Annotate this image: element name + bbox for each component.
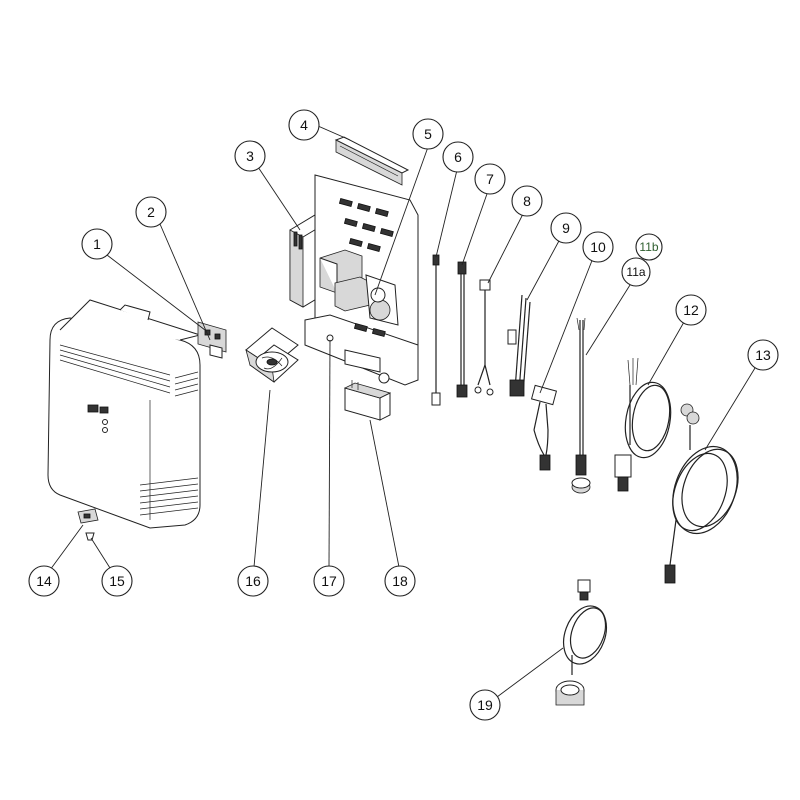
wire-harness-8 bbox=[474, 279, 494, 396]
ribbon-cable-6 bbox=[431, 254, 441, 406]
callout-6: 6 bbox=[442, 141, 474, 173]
callout-11b: 11b bbox=[635, 233, 663, 261]
callout-13-label: 13 bbox=[755, 347, 771, 363]
callout-11a-label: 11a bbox=[626, 265, 645, 279]
callout-12: 12 bbox=[675, 294, 707, 326]
ribbon-cable-7 bbox=[456, 261, 468, 398]
callout-2: 2 bbox=[135, 196, 167, 228]
callout-10: 10 bbox=[582, 231, 614, 263]
callout-18: 18 bbox=[384, 565, 416, 597]
callout-7: 7 bbox=[474, 163, 506, 195]
callout-9: 9 bbox=[550, 212, 582, 244]
callout-12-label: 12 bbox=[683, 302, 699, 318]
callout-14: 14 bbox=[28, 565, 60, 597]
callout-9-label: 9 bbox=[562, 220, 570, 236]
sensor-cable-13 bbox=[664, 403, 739, 584]
callout-15-label: 15 bbox=[109, 573, 125, 589]
callout-3-label: 3 bbox=[246, 148, 254, 164]
capacitor-block bbox=[343, 380, 392, 421]
callout-4-label: 4 bbox=[300, 117, 308, 133]
callout-18-label: 18 bbox=[392, 573, 408, 589]
cooling-fan bbox=[245, 327, 299, 383]
callout-5-label: 5 bbox=[424, 126, 432, 142]
callout-17-label: 17 bbox=[321, 573, 337, 589]
power-cord-12 bbox=[614, 357, 672, 492]
callout-11a: 11a bbox=[621, 257, 651, 287]
callout-13: 13 bbox=[747, 339, 779, 371]
callout-8: 8 bbox=[511, 185, 543, 217]
enclosure-housing bbox=[47, 299, 202, 529]
callout-11b-label: 11b bbox=[639, 240, 658, 254]
wire-harness-9 bbox=[507, 294, 531, 397]
sensor-cable-11 bbox=[571, 317, 591, 494]
callout-8-label: 8 bbox=[523, 193, 531, 209]
callout-16: 16 bbox=[237, 565, 269, 597]
callout-10-label: 10 bbox=[590, 239, 606, 255]
wire-harness-10 bbox=[530, 384, 558, 471]
callout-1-label: 1 bbox=[93, 236, 101, 252]
callout-6-label: 6 bbox=[454, 149, 462, 165]
callout-7-label: 7 bbox=[486, 171, 494, 187]
cover-plate-14 bbox=[77, 508, 99, 524]
top-rail bbox=[334, 136, 410, 186]
callout-16-label: 16 bbox=[245, 573, 261, 589]
callout-19-label: 19 bbox=[477, 697, 493, 713]
callout-4: 4 bbox=[288, 109, 320, 141]
callout-14-label: 14 bbox=[36, 573, 52, 589]
callout-5: 5 bbox=[412, 118, 444, 150]
callout-3: 3 bbox=[234, 140, 266, 172]
backplate-assembly bbox=[304, 174, 419, 386]
screw-15 bbox=[85, 532, 95, 541]
callout-19: 19 bbox=[469, 689, 501, 721]
callout-2-label: 2 bbox=[147, 204, 155, 220]
callout-17: 17 bbox=[313, 565, 345, 597]
sensor-cable-19 bbox=[555, 579, 608, 706]
callout-15: 15 bbox=[101, 565, 133, 597]
callout-1: 1 bbox=[81, 228, 113, 260]
leader-lines bbox=[49, 125, 756, 698]
